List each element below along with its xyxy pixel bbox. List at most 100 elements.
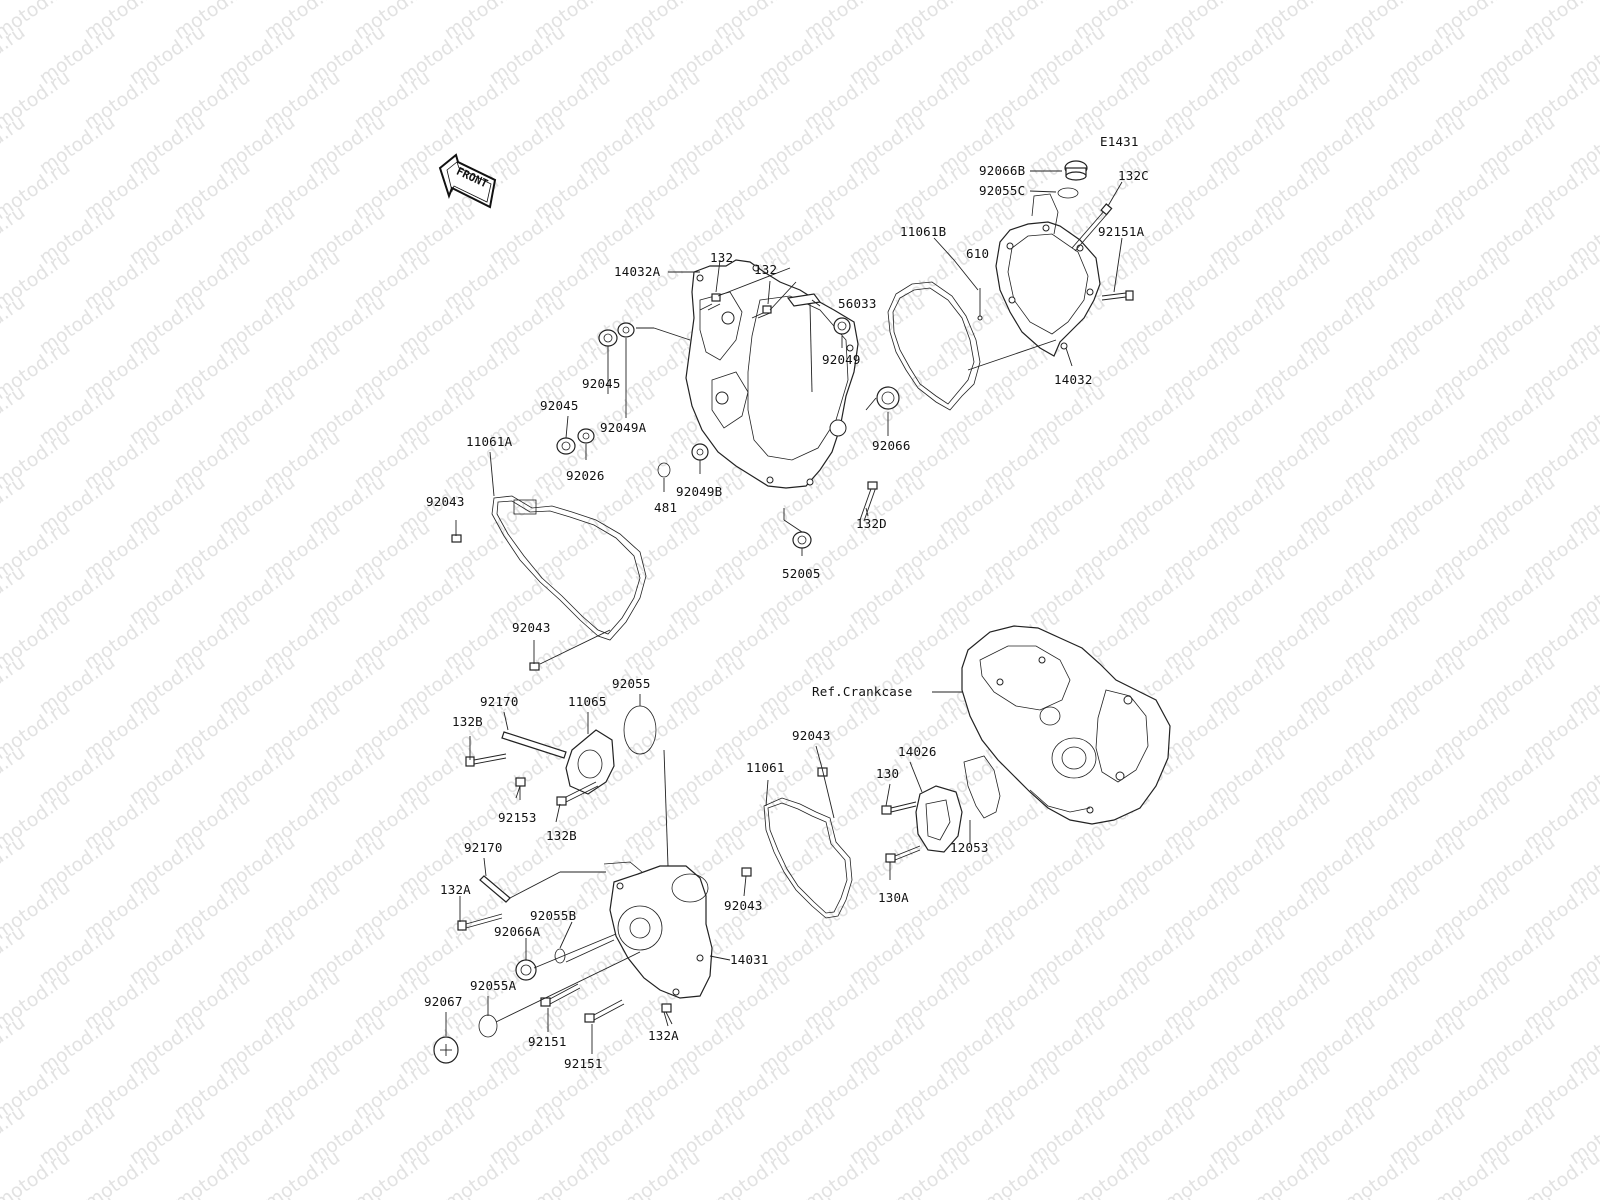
watermark-text: motod.ru: [0, 651, 29, 719]
cover-14031: [603, 861, 713, 999]
watermark-text: motod.ru: [0, 831, 29, 899]
leader-lines: [445, 170, 1123, 1054]
part-label: 52005: [782, 566, 821, 581]
gasket-11061: [763, 797, 853, 919]
part-label: 92066: [872, 438, 911, 453]
case-14032A: [685, 259, 859, 489]
bracket-92170-a: [501, 731, 567, 759]
part-label: 92043: [792, 728, 831, 743]
bolt-132A-b: [661, 1003, 673, 1025]
watermark-text: motod.ru: [0, 111, 29, 179]
part-label: 11061: [746, 760, 785, 775]
watermark-text: motod.ru: [350, 1146, 434, 1200]
part-label: 130: [876, 766, 899, 781]
watermark-text: motod.ru: [0, 471, 29, 539]
watermark-text: motod.ru: [0, 201, 29, 269]
part-labels: 92066B 92055C 132C 11061B 610 92151A 140…: [424, 163, 1149, 1071]
part-label: 92049B: [676, 484, 722, 499]
part-label: 92066B: [979, 163, 1025, 178]
oring-92055A: [478, 1014, 498, 1038]
watermark-text: motod.ru: [1025, 1191, 1109, 1200]
seal-52005: [792, 531, 812, 549]
gasket-11061A: [491, 495, 647, 641]
watermark-text: motod.ru: [980, 1146, 1064, 1200]
watermark-text: motod.ru: [485, 1191, 569, 1200]
part-label: 92151A: [1098, 224, 1145, 239]
watermark-text: motod.ru: [0, 741, 29, 809]
bolt-92151-a: [540, 983, 581, 1007]
part-label: 92151: [528, 1034, 567, 1049]
watermark-text: motod.ru: [755, 1191, 839, 1200]
bolt-132A-a: [457, 913, 503, 931]
watermark-text: motod.ru: [890, 1146, 974, 1200]
watermark-text: motod.ru: [125, 1191, 209, 1200]
part-label: 92067: [424, 994, 463, 1009]
part-label: 92043: [512, 620, 551, 635]
bolt-132B-b: [556, 781, 599, 806]
bracket-92170-b: [479, 875, 511, 903]
label-plate-56033: [786, 293, 822, 307]
bolt-132D: [859, 481, 878, 522]
diagram-code: E1431: [1100, 134, 1139, 149]
watermark-text: motod.ru: [0, 1101, 29, 1169]
watermark-text: motod.ru: [440, 1146, 524, 1200]
part-label: 12053: [950, 840, 989, 855]
gasket-12053: [963, 755, 1001, 819]
seal-92049: [833, 317, 851, 335]
cap-92066B: [1064, 160, 1088, 181]
watermark-text: motod.ru: [0, 1011, 29, 1079]
part-label: 92170: [464, 840, 503, 855]
watermark-text: motod.ru: [80, 1146, 164, 1200]
seal-92049B: [691, 443, 709, 461]
watermark-text: motod.ru: [0, 21, 29, 89]
part-label: 92153: [498, 810, 537, 825]
part-label: 92066A: [494, 924, 541, 939]
part-label: 132A: [648, 1028, 679, 1043]
seal-92066: [876, 386, 900, 410]
bolt-92151A: [1101, 290, 1134, 301]
bolt-130A: [885, 845, 921, 863]
part-label: 92151: [564, 1056, 603, 1071]
part-label: 14032: [1054, 372, 1093, 387]
part-label: 92049A: [600, 420, 647, 435]
watermark-text: motod.ru: [0, 1191, 29, 1200]
part-label: 481: [654, 500, 677, 515]
watermark-text: motod.ru: [1475, 1191, 1559, 1200]
part-label: 11061B: [900, 224, 946, 239]
part-label: 132B: [452, 714, 483, 729]
part-label: 92045: [582, 376, 621, 391]
washer-92026: [577, 428, 595, 444]
watermark-text: motod.ru: [1565, 1191, 1600, 1200]
watermark-text: motod.ru: [1385, 1191, 1469, 1200]
watermark-text: motod.ru: [0, 381, 29, 449]
part-label: 132C: [1118, 168, 1149, 183]
gasket-11061B: [887, 281, 981, 411]
watermark-text: motod.ru: [305, 1191, 389, 1200]
watermark-text: motod.ru: [845, 1191, 929, 1200]
cap-92066A: [515, 959, 537, 981]
watermark-text: motod.ru: [1520, 1146, 1600, 1200]
watermark-text: motod.ru: [1250, 1146, 1334, 1200]
watermark-text: motod.ru: [530, 1146, 614, 1200]
bolt-130: [881, 801, 917, 815]
pin-610: [977, 288, 983, 321]
bolt-132C: [1071, 203, 1113, 252]
seal-92045-a: [598, 329, 618, 347]
crankcase-reference: [961, 625, 1171, 825]
watermark-text: motod.ru: [665, 1191, 749, 1200]
dowel-92043-a: [451, 534, 462, 543]
part-label: 92049: [822, 352, 861, 367]
watermark-text: motod.ru: [395, 1191, 479, 1200]
watermark-text: motod.ru: [35, 1191, 119, 1200]
part-label: 92055C: [979, 183, 1025, 198]
cap-92067: [433, 1036, 459, 1064]
part-label: 92170: [480, 694, 519, 709]
part-label: 92043: [724, 898, 763, 913]
watermark-text: motod.ru: [215, 1191, 299, 1200]
part-label: 92055: [612, 676, 651, 691]
watermark-text: motod.ru: [710, 1146, 794, 1200]
watermark-text: motod.ru: [1070, 1146, 1154, 1200]
part-label: 92043: [426, 494, 465, 509]
